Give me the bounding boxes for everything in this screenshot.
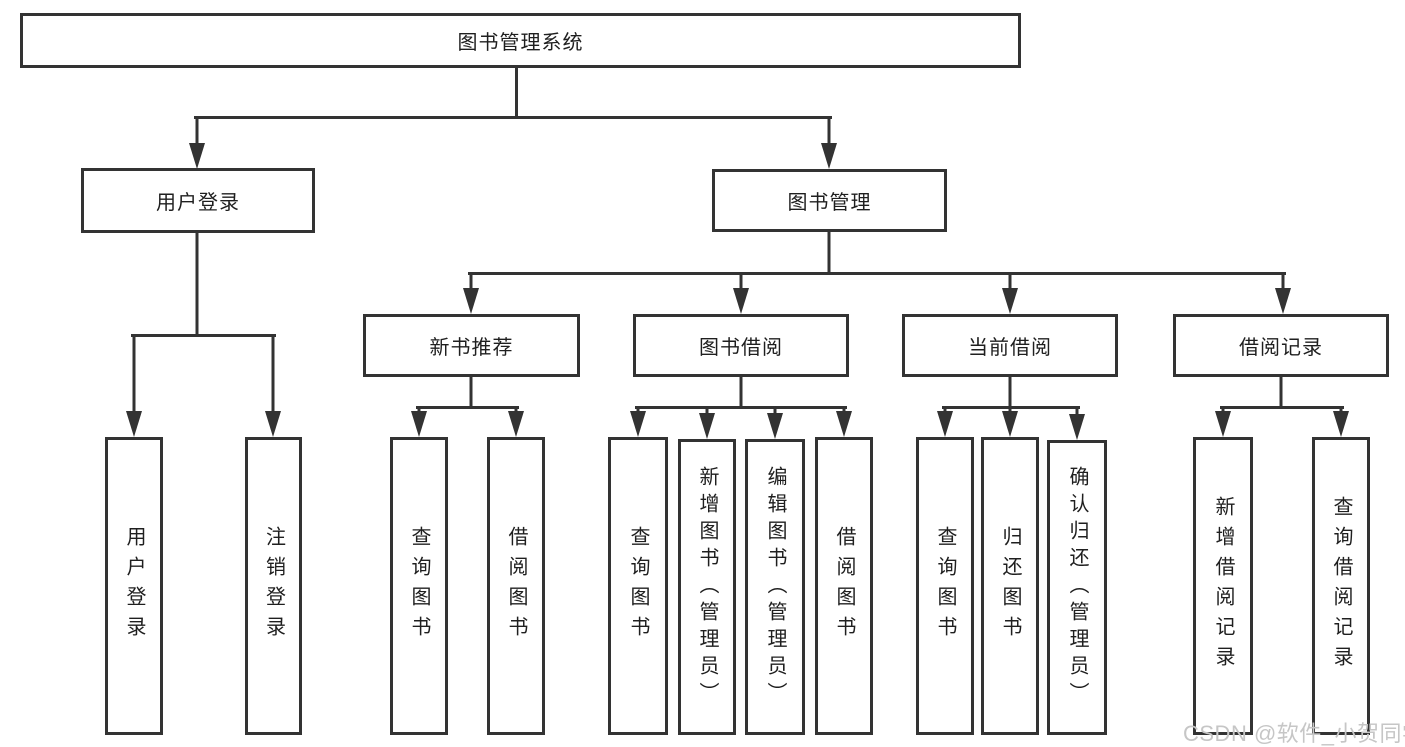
node-leaf-borrow-book-1-label: 借阅图书 xyxy=(505,526,527,646)
arrowhead-leaf-return-book xyxy=(1002,411,1018,437)
node-root-label: 图书管理系统 xyxy=(457,32,584,54)
node-leaf-confirm-return: 确认归还（管理员） xyxy=(1047,440,1107,735)
edge-new-book-rec-to-leaves xyxy=(411,377,524,437)
edge-user-login-to-leaves xyxy=(126,233,281,437)
arrowhead-leaf-query-book-2 xyxy=(630,411,646,437)
node-new-book-rec-label: 新书推荐 xyxy=(429,337,514,359)
edge-book-borrow-to-leaves xyxy=(630,377,852,439)
node-root: 图书管理系统 xyxy=(20,13,1021,68)
arrowhead-new-book-rec xyxy=(463,288,479,314)
arrowhead-leaf-query-record xyxy=(1333,411,1349,437)
node-book-mgmt-label: 图书管理 xyxy=(787,192,872,214)
node-leaf-confirm-return-label: 确认归还（管理员） xyxy=(1066,466,1088,709)
arrowhead-current-borrow xyxy=(1002,288,1018,314)
node-leaf-query-book-2: 查询图书 xyxy=(608,437,668,735)
arrowhead-leaf-borrow-book-2 xyxy=(836,411,852,437)
arrowhead-borrow-record xyxy=(1275,288,1291,314)
arrowhead-leaf-user-login xyxy=(126,411,142,437)
node-leaf-return-book: 归还图书 xyxy=(981,437,1039,735)
arrowhead-leaf-query-book-1 xyxy=(411,411,427,437)
node-book-borrow: 图书借阅 xyxy=(633,314,849,377)
node-leaf-query-book-1: 查询图书 xyxy=(390,437,448,735)
arrowhead-leaf-borrow-book-1 xyxy=(508,411,524,437)
node-leaf-add-record: 新增借阅记录 xyxy=(1193,437,1253,735)
edge-root-to-level2 xyxy=(189,68,837,169)
node-leaf-return-book-label: 归还图书 xyxy=(999,526,1021,646)
edge-current-borrow-to-leaves xyxy=(937,377,1085,440)
node-leaf-user-login: 用户登录 xyxy=(105,437,163,735)
node-borrow-record-label: 借阅记录 xyxy=(1239,337,1323,359)
node-user-login-label: 用户登录 xyxy=(156,192,240,214)
node-leaf-edit-book-label: 编辑图书（管理员） xyxy=(764,465,786,709)
node-current-borrow: 当前借阅 xyxy=(902,314,1118,377)
node-leaf-query-record: 查询借阅记录 xyxy=(1312,437,1370,735)
arrowhead-book-mgmt xyxy=(821,143,837,169)
node-leaf-query-book-3: 查询图书 xyxy=(916,437,974,735)
csdn-watermark: CSDN @软件_小贺同学 xyxy=(1183,721,1405,746)
node-leaf-query-book-3-label: 查询图书 xyxy=(934,526,956,646)
node-leaf-add-book: 新增图书（管理员） xyxy=(678,439,736,735)
node-leaf-query-record-label: 查询借阅记录 xyxy=(1330,496,1352,676)
arrowhead-book-borrow xyxy=(733,288,749,314)
node-leaf-borrow-book-2-label: 借阅图书 xyxy=(833,526,855,646)
node-leaf-edit-book: 编辑图书（管理员） xyxy=(745,439,805,735)
arrowhead-leaf-add-record xyxy=(1215,411,1231,437)
node-leaf-logout-label: 注销登录 xyxy=(262,526,285,646)
node-leaf-logout: 注销登录 xyxy=(245,437,302,735)
edge-borrow-record-to-leaves xyxy=(1215,377,1349,437)
node-book-borrow-label: 图书借阅 xyxy=(699,337,783,359)
arrowhead-leaf-edit-book xyxy=(767,413,783,439)
node-book-mgmt: 图书管理 xyxy=(712,169,947,232)
node-leaf-add-book-label: 新增图书（管理员） xyxy=(696,465,718,709)
node-leaf-borrow-book-1: 借阅图书 xyxy=(487,437,545,735)
node-leaf-query-book-1-label: 查询图书 xyxy=(408,526,430,646)
node-leaf-query-book-2-label: 查询图书 xyxy=(627,526,649,646)
node-borrow-record: 借阅记录 xyxy=(1173,314,1389,377)
node-leaf-user-login-label: 用户登录 xyxy=(123,526,145,646)
arrowhead-leaf-query-book-3 xyxy=(937,411,953,437)
arrowhead-user-login xyxy=(189,143,205,169)
node-new-book-rec: 新书推荐 xyxy=(363,314,580,377)
node-current-borrow-label: 当前借阅 xyxy=(968,337,1052,359)
node-user-login: 用户登录 xyxy=(81,168,315,233)
node-leaf-borrow-book-2: 借阅图书 xyxy=(815,437,873,735)
arrowhead-leaf-confirm-return xyxy=(1069,414,1085,440)
arrowhead-leaf-add-book xyxy=(699,413,715,439)
edge-book-mgmt-to-level3 xyxy=(463,232,1291,314)
arrowhead-leaf-logout xyxy=(265,411,281,437)
node-leaf-add-record-label: 新增借阅记录 xyxy=(1212,496,1234,676)
